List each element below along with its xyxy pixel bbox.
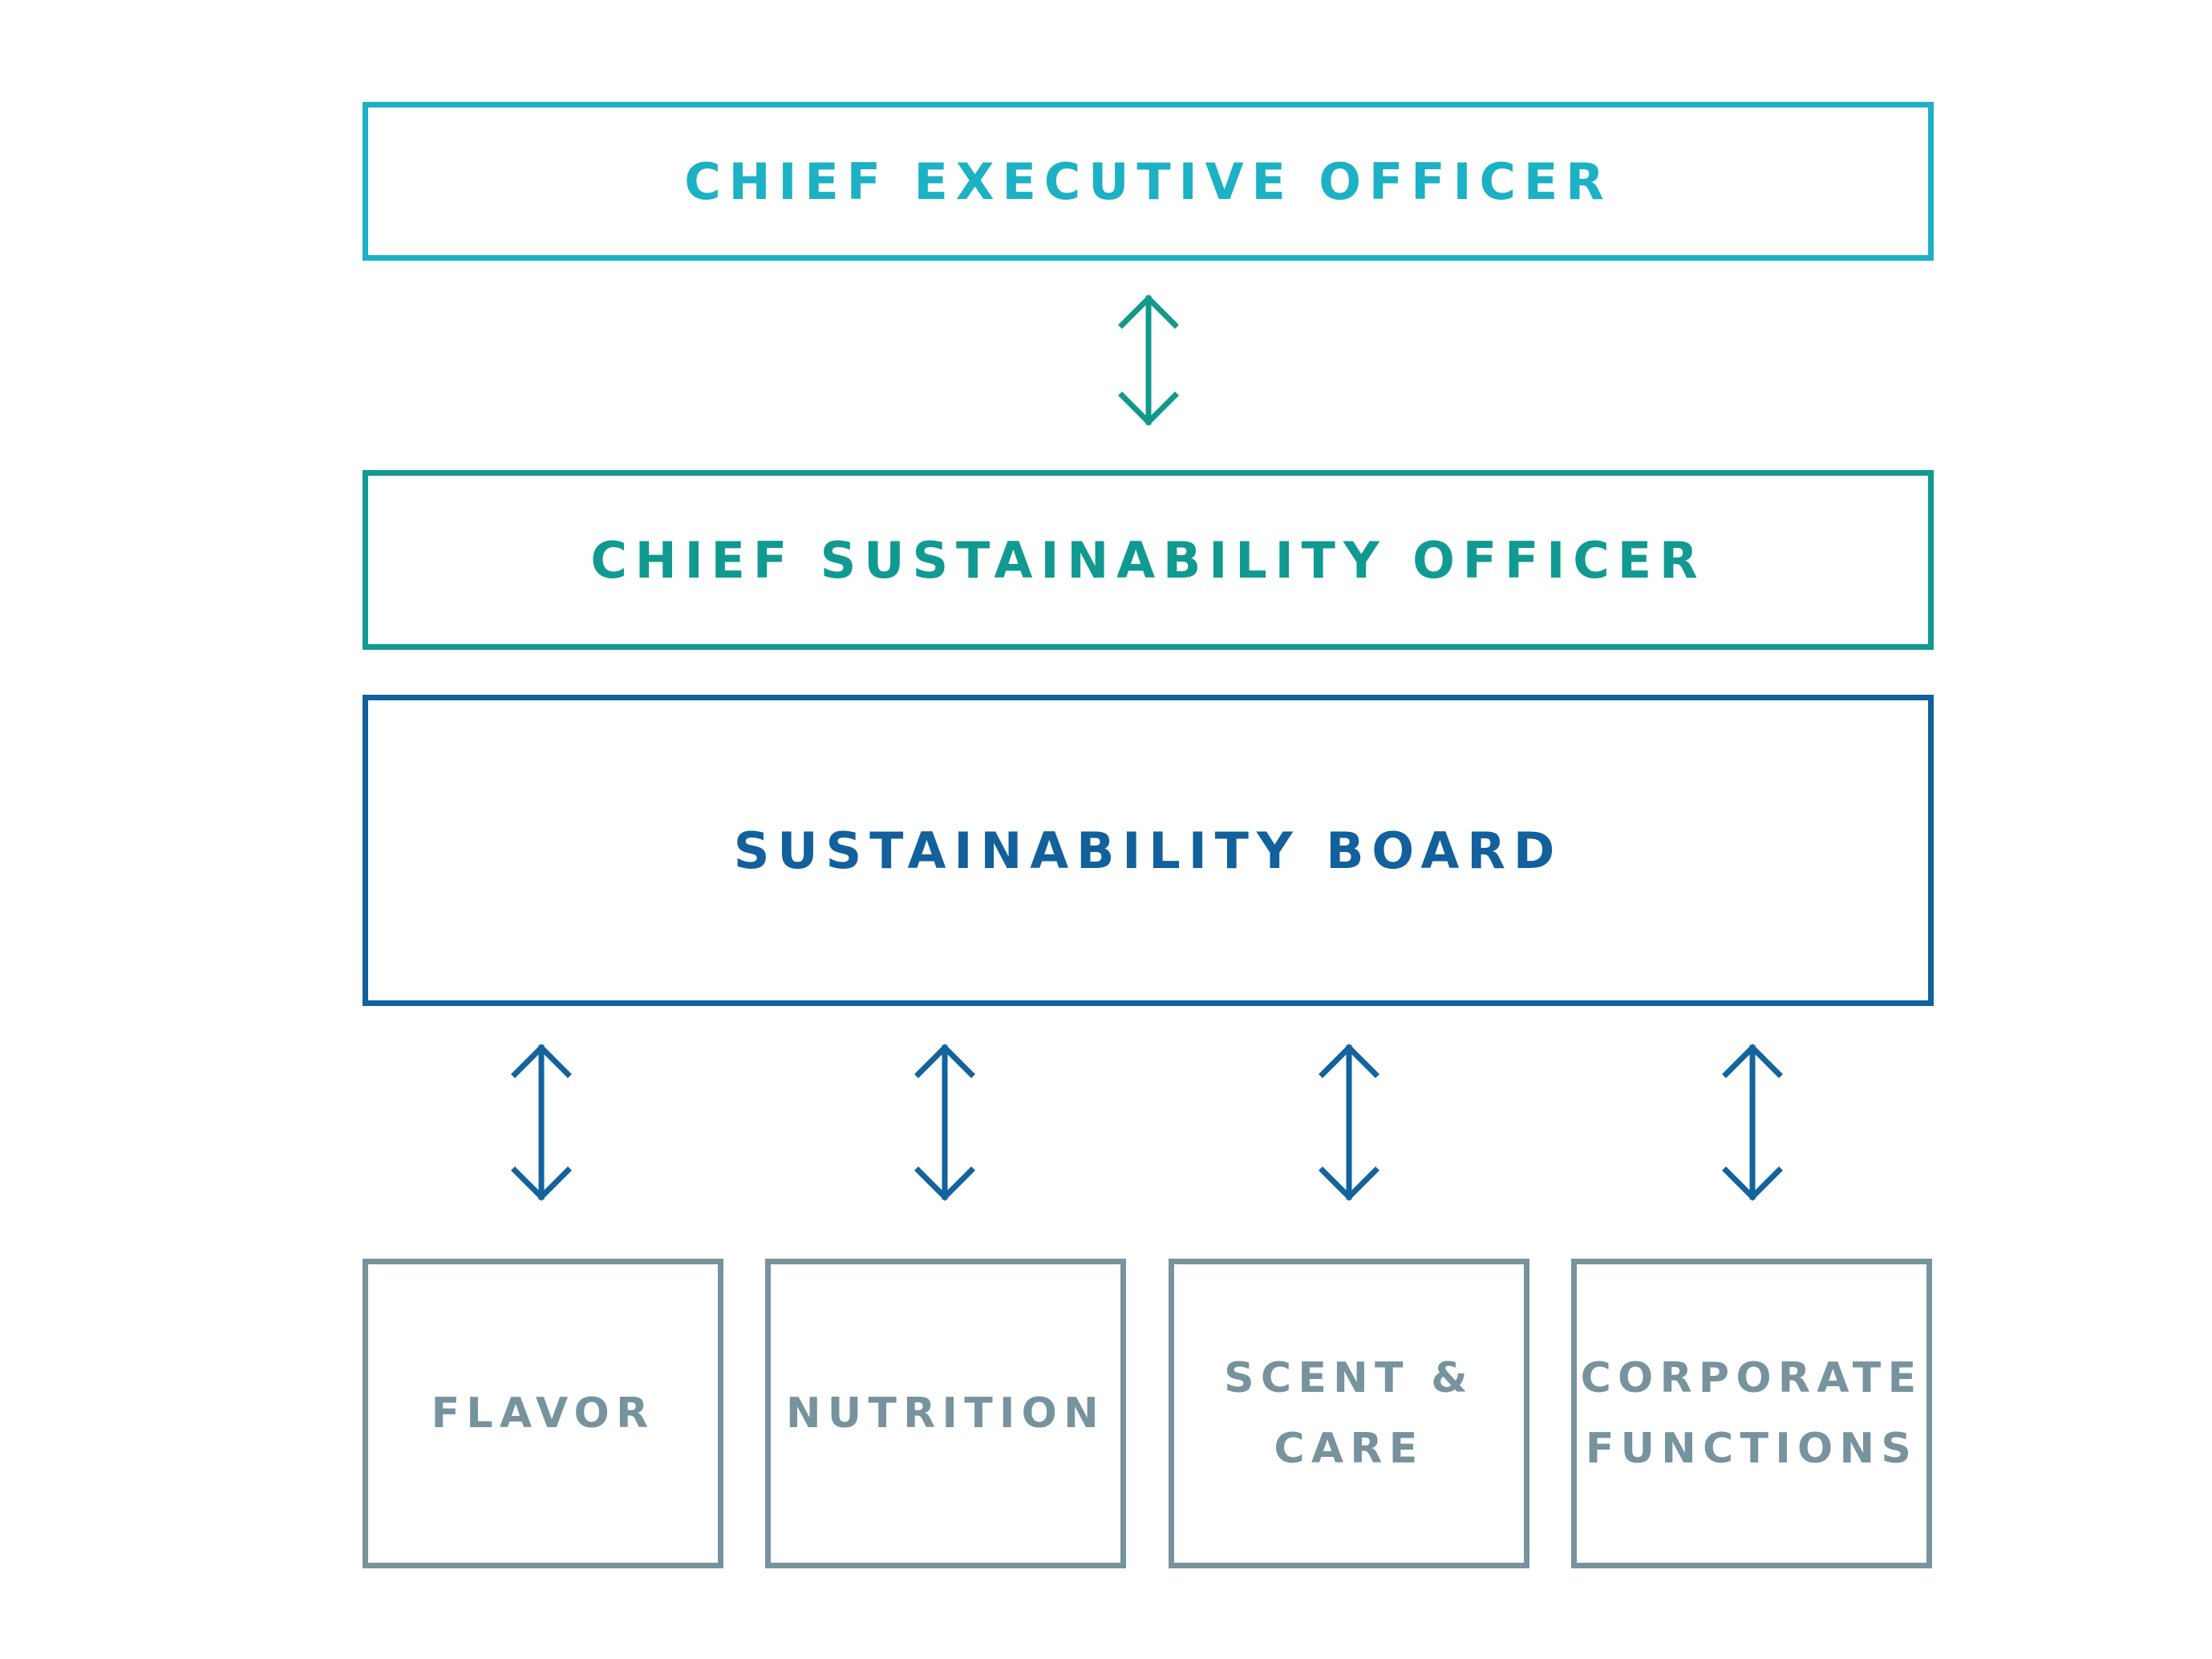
unit-box-flavor: FLAVOR xyxy=(363,1259,723,1568)
board-nutrition-arrow-icon xyxy=(914,1044,975,1201)
unit-label-line2: CARE xyxy=(1274,1425,1424,1473)
ceo-cso-arrow-icon xyxy=(1118,294,1179,426)
board-flavor-arrow-icon xyxy=(511,1044,572,1201)
unit-box-scent-care: SCENT & CARE xyxy=(1169,1259,1529,1568)
unit-box-corporate-functions: CORPORATE FUNCTIONS xyxy=(1571,1259,1932,1568)
board-label: SUSTAINABILITY BOARD xyxy=(733,821,1563,880)
unit-label-line1: NUTRITION xyxy=(785,1389,1106,1438)
unit-label-line1: FLAVOR xyxy=(431,1389,655,1438)
cso-label: CHIEF SUSTAINABILITY OFFICER xyxy=(590,530,1706,590)
unit-label-line1: SCENT & xyxy=(1224,1354,1474,1402)
sustainability-board-box: SUSTAINABILITY BOARD xyxy=(363,695,1934,1006)
unit-box-nutrition: NUTRITION xyxy=(765,1259,1126,1568)
ceo-label: CHIEF EXECUTIVE OFFICER xyxy=(684,152,1612,211)
unit-label-line1: CORPORATE xyxy=(1580,1354,1923,1402)
cso-box: CHIEF SUSTAINABILITY OFFICER xyxy=(363,470,1934,650)
board-scent-care-arrow-icon xyxy=(1319,1044,1379,1201)
unit-label-line2: FUNCTIONS xyxy=(1585,1425,1918,1473)
board-corporate-functions-arrow-icon xyxy=(1722,1044,1783,1201)
ceo-box: CHIEF EXECUTIVE OFFICER xyxy=(363,102,1934,261)
